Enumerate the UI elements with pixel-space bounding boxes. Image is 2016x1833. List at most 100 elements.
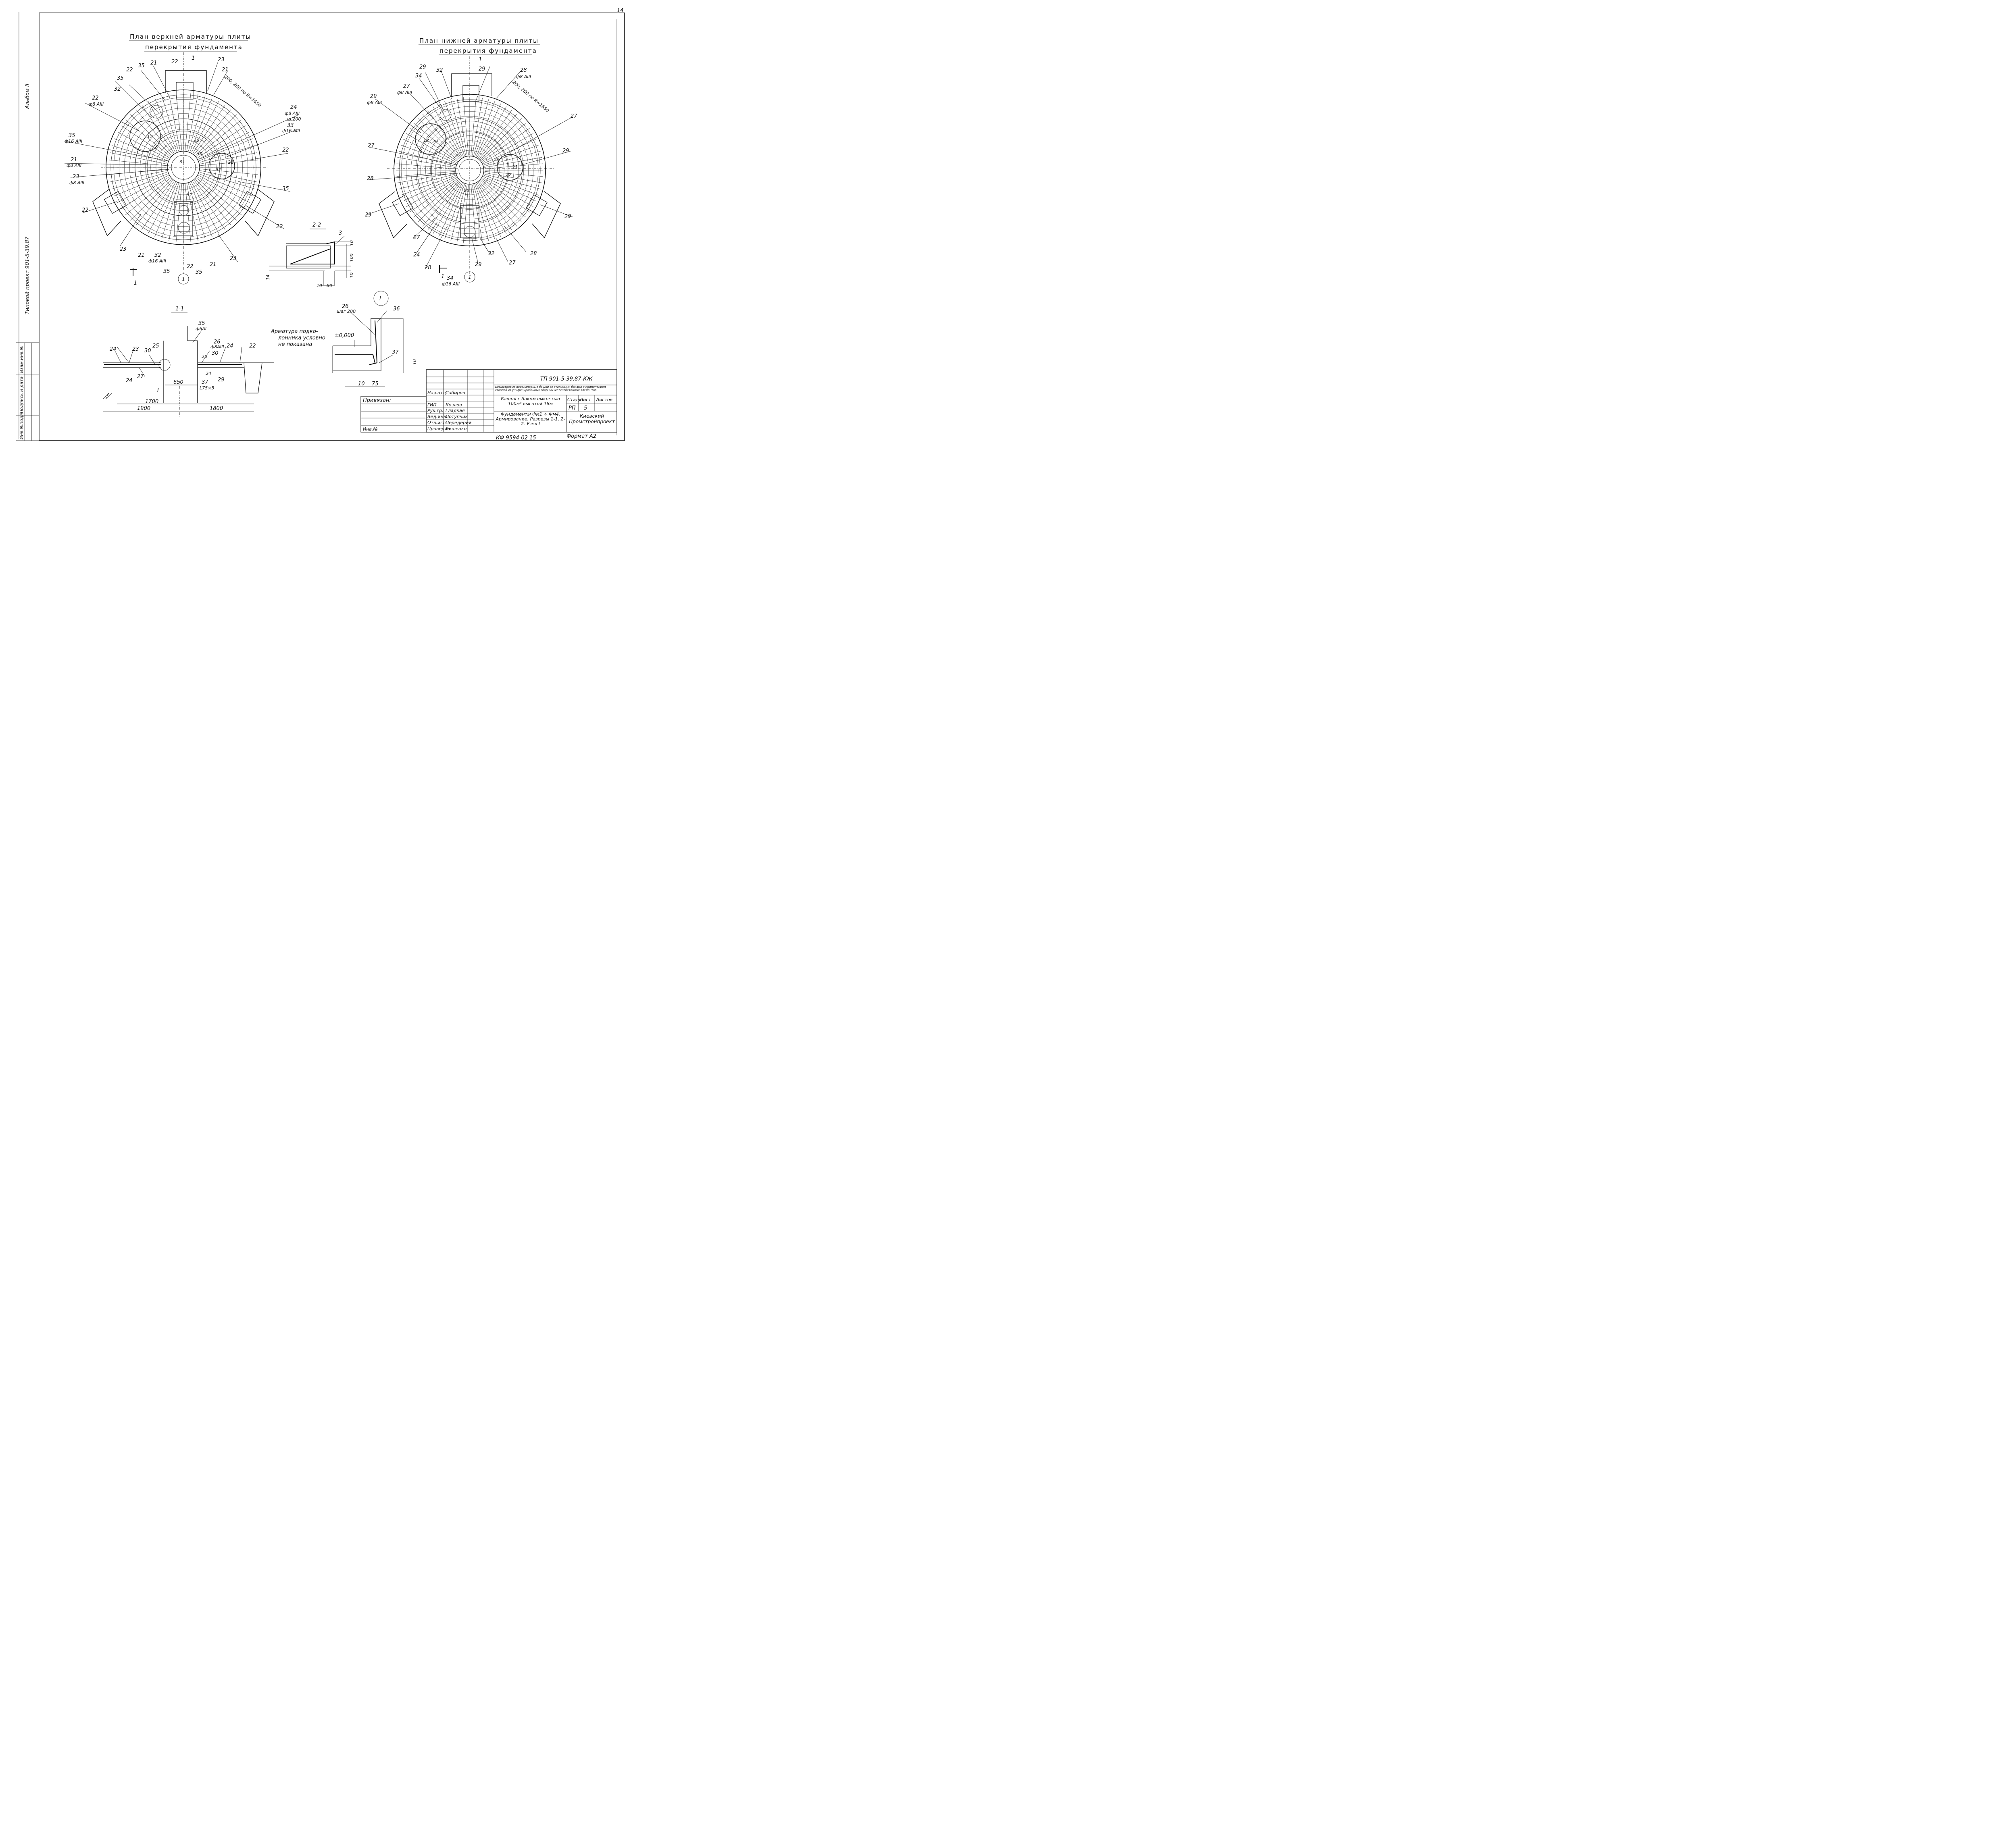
tb-sheet-label: Лист	[579, 397, 591, 402]
radial-bar	[114, 138, 168, 161]
ring-bar	[450, 150, 490, 190]
plan-bottom-title-1: План нижней арматуры плиты	[419, 37, 539, 44]
node-I: I 26 шаг 200 36 37 ±0,000 10 10 75	[332, 291, 417, 387]
tb-code: ТП 901-5-39.87-КЖ	[540, 376, 593, 382]
radial-bar	[111, 172, 167, 189]
radial-bar	[185, 92, 191, 151]
radial-bar	[176, 184, 182, 242]
dim-note: 200, 200 по R=1650	[511, 79, 550, 113]
tb-stage-label: Стадия	[567, 397, 585, 402]
label: 32	[436, 67, 443, 73]
tb-role: Вед.инж.	[427, 414, 449, 419]
label: 24	[126, 378, 133, 384]
ring-bar	[416, 116, 524, 224]
radial-bar	[125, 119, 171, 157]
dim: 1800	[210, 406, 223, 412]
label: 35	[196, 269, 202, 275]
radial-bar	[135, 109, 173, 154]
bar-label: 3	[339, 230, 342, 236]
tb-sheet: 5	[584, 405, 587, 411]
radial-bar	[154, 183, 177, 237]
label: I	[157, 387, 159, 393]
title-block: ТП 901-5-39.87-КЖ Бесшатровые водонапорн…	[360, 369, 617, 441]
tb-name: Сабиров	[446, 390, 465, 395]
label: 29	[365, 212, 372, 218]
label: 22	[282, 147, 289, 153]
tb-description: Бесшатровые водонапорные башни со стальн…	[495, 385, 606, 392]
radial-bar	[142, 105, 174, 154]
radial-bar	[185, 184, 191, 242]
label: 23	[230, 256, 237, 262]
reinforcement-hatch	[396, 97, 543, 243]
label: 21	[138, 252, 145, 258]
radial-bar	[200, 152, 257, 164]
ring-bar	[421, 121, 519, 219]
dim: 10	[349, 273, 354, 278]
label: 29	[370, 94, 377, 100]
album-label: Альбом II	[25, 83, 31, 109]
section-title: 2-2	[312, 222, 321, 228]
radial-bar	[169, 94, 181, 151]
label: 24	[206, 371, 211, 376]
dim: 650	[173, 379, 183, 385]
radial-bar	[198, 175, 250, 203]
radial-bar	[193, 181, 225, 230]
radial-bar	[188, 183, 206, 239]
radial-bar	[199, 173, 253, 196]
radial-bar	[154, 98, 177, 152]
label: 22	[82, 207, 89, 213]
label: 35	[69, 133, 75, 139]
axis-label: 1	[468, 275, 471, 281]
radial-bar	[195, 114, 237, 156]
tb-name: Передерий	[446, 420, 471, 425]
label: 33	[287, 123, 294, 129]
ring-bar	[113, 97, 254, 237]
label: ф16 АIII	[442, 281, 460, 287]
label: ф8 АIII	[285, 111, 300, 116]
label: ш.200	[287, 117, 301, 122]
radial-bar	[196, 178, 242, 215]
ring-bar	[401, 101, 539, 239]
label: 23	[120, 246, 127, 252]
radial-bar	[193, 105, 225, 154]
label: ф8 АIII	[69, 180, 84, 185]
radial-bar	[108, 169, 167, 175]
plan-bottom-leaders	[364, 66, 573, 268]
label: 12	[423, 138, 429, 143]
label: ф16 АIII	[282, 128, 300, 133]
ring-bar	[161, 145, 206, 190]
label: 21	[512, 164, 518, 170]
label: 27	[509, 260, 516, 266]
radial-bar	[125, 178, 171, 215]
radial-bar	[194, 180, 231, 226]
radial-bar	[186, 94, 198, 151]
label: 21	[210, 262, 217, 268]
radial-bar	[111, 145, 167, 163]
label: 26	[214, 339, 221, 345]
label: 25	[152, 343, 159, 349]
dim: 10	[412, 359, 417, 365]
radial-bar	[108, 160, 167, 166]
radial-bar	[142, 181, 174, 230]
label: 37	[392, 350, 399, 356]
label: 26	[342, 304, 349, 310]
label: 34	[415, 73, 422, 79]
label: 36	[393, 306, 400, 312]
radial-bar	[200, 172, 256, 189]
label: 31	[179, 159, 185, 164]
ring-bar	[425, 126, 514, 214]
ring-bar	[119, 102, 248, 232]
label: 27	[368, 143, 375, 149]
label: 28	[425, 265, 431, 271]
radial-bar	[117, 132, 169, 160]
label: 37	[202, 379, 208, 385]
tb-name: Гладкая	[446, 408, 465, 413]
label: 31	[187, 192, 192, 198]
label: 1	[479, 57, 482, 63]
dim: 1700	[145, 399, 158, 405]
plan-top-title-1: План верхней арматуры плиты	[130, 33, 251, 40]
tb-sheets-label: Листов	[596, 397, 612, 402]
radial-bar	[176, 92, 182, 151]
opening-right	[208, 153, 235, 179]
tb-org: Киевский Промстройпроект	[569, 413, 615, 424]
